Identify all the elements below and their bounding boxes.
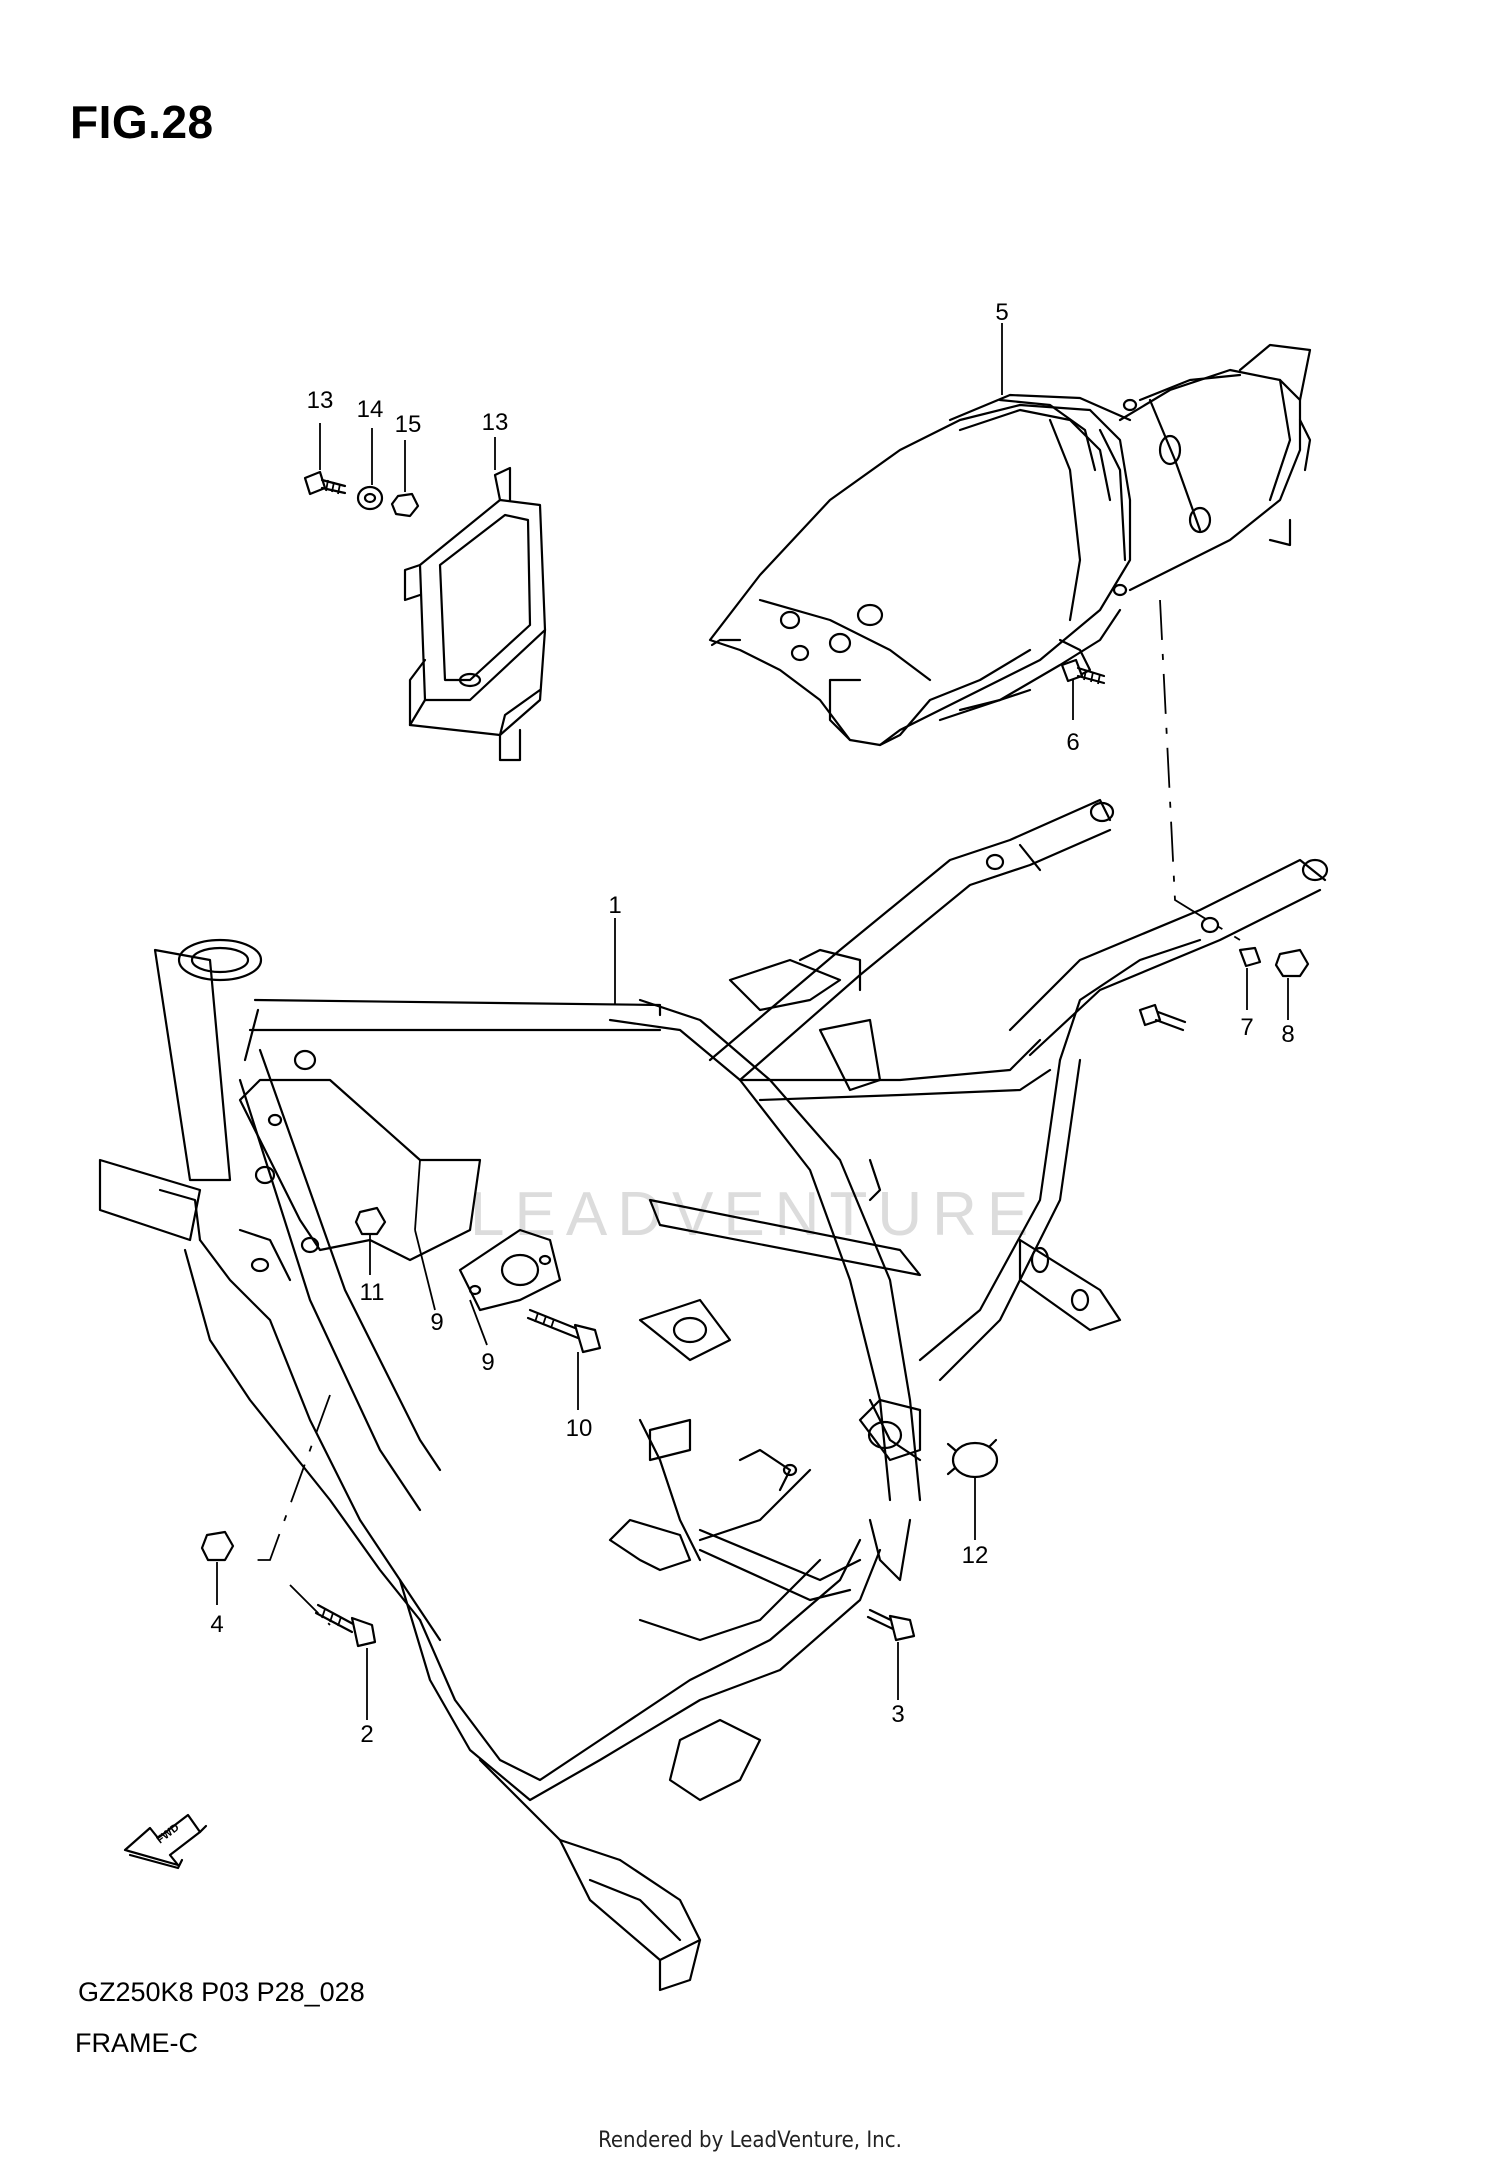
- callout-12: 12: [962, 1542, 989, 1569]
- main-frame-part-1: [98, 798, 1329, 1992]
- callout-5: 5: [995, 299, 1008, 326]
- bolt-part-14: [303, 470, 347, 496]
- callout-16: 15: [395, 411, 422, 438]
- collar-part-7: [1238, 946, 1262, 968]
- nut-part-4: [200, 1530, 235, 1562]
- assembly-line-bolt-2: [289, 1584, 331, 1626]
- rear-fender-part-5: [708, 343, 1312, 747]
- callout-7: 7: [1240, 1014, 1253, 1041]
- callout-9b: 9: [481, 1349, 494, 1376]
- section-name: FRAME-C: [75, 2028, 198, 2058]
- assembly-line-nut-4: [245, 1394, 331, 1561]
- callout-14: 13: [307, 387, 334, 414]
- assembly-line-fender: [1159, 599, 1241, 941]
- callout-4: 4: [210, 1611, 223, 1638]
- nut-part-11: [354, 1206, 387, 1236]
- nut-part-8: [1274, 948, 1310, 978]
- cap-part-12: [946, 1438, 999, 1479]
- washer-part-15: [356, 485, 384, 511]
- bolt-part-2: [314, 1603, 377, 1648]
- leader-lines: [216, 323, 1289, 1720]
- bolt-part-6: [1060, 658, 1106, 685]
- fwd-arrow-icon: FWD: [123, 1813, 208, 1870]
- callout-11: 11: [360, 1279, 385, 1306]
- callout-9a: 9: [430, 1309, 443, 1336]
- engine-plate-part-9: [458, 1228, 562, 1312]
- figure-title: FIG.28: [70, 96, 214, 148]
- footer-credit: Rendered by LeadVenture, Inc.: [598, 2128, 902, 2153]
- callout-13: 13: [482, 409, 509, 436]
- bolt-part-3: [866, 1608, 916, 1642]
- callout-2: 2: [360, 1721, 373, 1748]
- bolt-fender-mount: [1138, 1003, 1187, 1032]
- callout-8: 8: [1281, 1021, 1294, 1048]
- callout-3: 3: [891, 1701, 904, 1728]
- model-code: GZ250K8 P03 P28_028: [78, 1977, 365, 2007]
- callout-1: 1: [608, 892, 621, 919]
- callout-15: 14: [357, 396, 384, 423]
- bracket-part-13: [403, 466, 547, 762]
- callout-10: 10: [566, 1415, 593, 1442]
- nut-part-16: [390, 492, 420, 518]
- bolt-part-10: [526, 1308, 602, 1354]
- callout-6: 6: [1066, 729, 1079, 756]
- watermark: LEADVENTURE: [470, 1180, 1038, 1249]
